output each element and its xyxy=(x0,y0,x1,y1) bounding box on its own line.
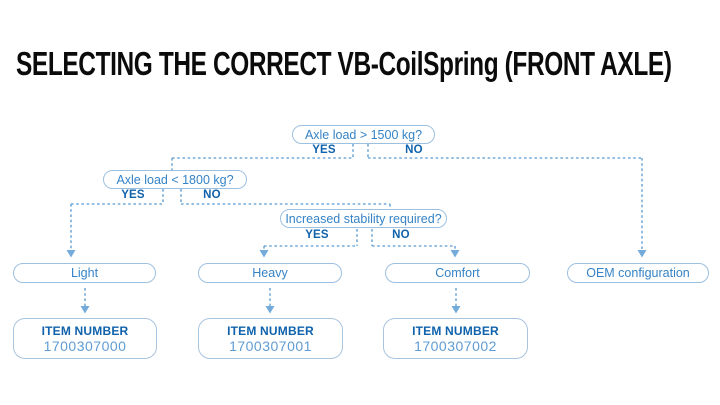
decision-axle-load-1800: Axle load < 1800 kg? xyxy=(103,170,247,189)
item-number-heading: ITEM NUMBER xyxy=(412,324,499,338)
option-heavy: Heavy xyxy=(198,263,342,283)
arrow-oem xyxy=(637,250,647,258)
decision-question: Increased stability required? xyxy=(285,211,442,226)
decision1-yes-label: YES xyxy=(312,144,336,156)
item-number-heading: ITEM NUMBER xyxy=(227,324,314,338)
item-number-heading: ITEM NUMBER xyxy=(41,324,129,338)
arrow-item-heavy xyxy=(265,306,275,314)
option-label: Heavy xyxy=(252,266,288,280)
arrow-item-comfort xyxy=(451,306,461,314)
decision3-no-label: NO xyxy=(392,229,410,241)
decision2-no-label: NO xyxy=(203,189,221,201)
arrow-light xyxy=(66,250,76,258)
decision-question: Axle load > 1500 kg? xyxy=(304,127,423,142)
decision3-yes-label: YES xyxy=(305,229,329,241)
option-label: OEM configuration xyxy=(586,266,690,280)
item-number-value: 1700307000 xyxy=(43,338,127,354)
page-title: SELECTING THE CORRECT VB-CoilSpring (FRO… xyxy=(16,45,672,82)
arrow-item-light xyxy=(80,306,90,314)
option-light: Light xyxy=(13,263,156,283)
option-label: Light xyxy=(70,266,99,280)
item-number-box-heavy: ITEM NUMBER 1700307001 xyxy=(198,318,343,359)
option-label: Comfort xyxy=(435,266,480,280)
decision-increased-stability: Increased stability required? xyxy=(280,209,447,228)
item-number-box-comfort: ITEM NUMBER 1700307002 xyxy=(383,318,528,359)
arrow-heavy xyxy=(259,250,269,258)
option-oem-configuration: OEM configuration xyxy=(567,263,709,283)
option-comfort: Comfort xyxy=(385,263,530,283)
item-number-box-light: ITEM NUMBER 1700307000 xyxy=(13,318,157,359)
decision1-no-label: NO xyxy=(405,144,423,156)
item-number-value: 1700307002 xyxy=(414,338,497,354)
arrow-comfort xyxy=(450,250,460,258)
decision2-yes-label: YES xyxy=(121,189,145,201)
decision-axle-load-1500: Axle load > 1500 kg? xyxy=(292,125,435,144)
decision-question: Axle load < 1800 kg? xyxy=(116,172,234,187)
item-number-value: 1700307001 xyxy=(229,338,312,354)
